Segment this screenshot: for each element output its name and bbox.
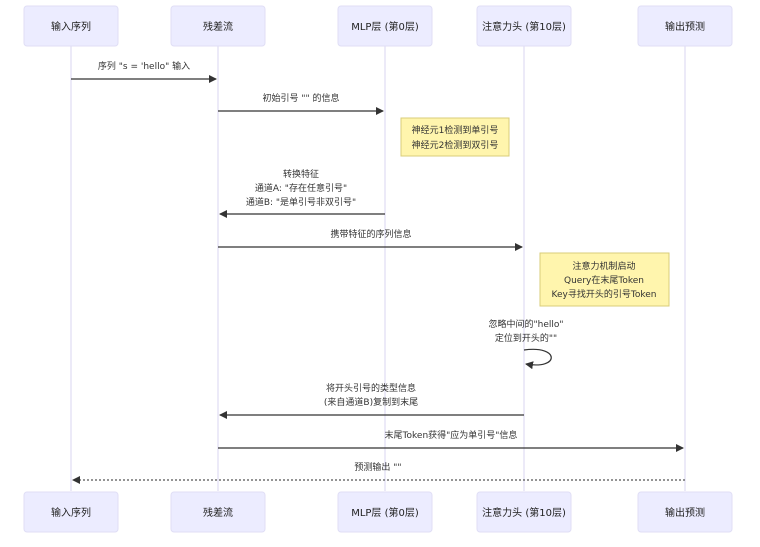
actor-label: 注意力头 (第10层) xyxy=(482,506,566,519)
message-7: 末尾Token获得"应为单引号"信息 xyxy=(218,429,684,452)
actor-label: MLP层 (第0层) xyxy=(351,20,419,33)
message-label: (来自通道B)复制到末尾 xyxy=(324,396,418,408)
lifelines xyxy=(70,46,686,491)
actor-label: MLP层 (第0层) xyxy=(351,506,419,519)
message-2: 初始引号 "" 的信息 xyxy=(218,92,384,115)
actor-residual-bottom[interactable]: 残差流 xyxy=(170,491,266,533)
actor-mlp-bottom[interactable]: MLP层 (第0层) xyxy=(337,491,433,533)
actor-output-top[interactable]: 输出预测 xyxy=(637,5,733,47)
actor-label: 输出预测 xyxy=(665,20,705,33)
note-line: Query在末尾Token xyxy=(564,274,644,286)
message-label: 忽略中间的"hello" xyxy=(488,318,563,330)
actor-label: 输入序列 xyxy=(51,20,91,33)
actor-mlp-top[interactable]: MLP层 (第0层) xyxy=(337,5,433,47)
message-label: 通道B: "是单引号非双引号" xyxy=(246,196,356,208)
actor-label: 输入序列 xyxy=(51,506,91,519)
message-6: 将开头引号的类型信息 (来自通道B)复制到末尾 xyxy=(219,382,524,419)
message-label: 转换特征 xyxy=(283,168,319,180)
note-line: 神经元2检测到双引号 xyxy=(412,139,499,151)
actor-attn-bottom[interactable]: 注意力头 (第10层) xyxy=(476,491,572,533)
message-3: 转换特征 通道A: "存在任意引号" 通道B: "是单引号非双引号" xyxy=(219,168,385,218)
actor-residual-top[interactable]: 残差流 xyxy=(170,5,266,47)
actor-input-bottom[interactable]: 输入序列 xyxy=(23,491,119,533)
message-label: 预测输出 "" xyxy=(354,461,401,473)
message-label: 定位到开头的"" xyxy=(495,332,557,344)
actor-label: 残差流 xyxy=(203,506,233,519)
actor-label: 输出预测 xyxy=(665,506,705,519)
note-line: Key寻找开头的引号Token xyxy=(552,288,657,300)
message-label: 初始引号 "" 的信息 xyxy=(262,92,339,104)
note-attention: 注意力机制启动 Query在末尾Token Key寻找开头的引号Token xyxy=(539,252,670,307)
note-mlp-neurons: 神经元1检测到单引号 神经元2检测到双引号 xyxy=(400,117,510,157)
message-label: 将开头引号的类型信息 xyxy=(326,382,416,394)
message-5-self: 忽略中间的"hello" 定位到开头的"" xyxy=(488,318,564,370)
message-self-loop xyxy=(523,348,552,370)
message-4: 携带特征的序列信息 xyxy=(218,228,523,251)
note-line: 注意力机制启动 xyxy=(572,260,635,272)
note-line: 神经元1检测到单引号 xyxy=(412,124,499,136)
actor-input-top[interactable]: 输入序列 xyxy=(23,5,119,47)
actor-label: 注意力头 (第10层) xyxy=(482,20,566,33)
message-label: 携带特征的序列信息 xyxy=(330,228,411,240)
actor-attn-top[interactable]: 注意力头 (第10层) xyxy=(476,5,572,47)
message-label: 通道A: "存在任意引号" xyxy=(255,182,347,194)
message-1: 序列 "s = 'hello" 输入 xyxy=(71,60,217,83)
actor-output-bottom[interactable]: 输出预测 xyxy=(637,491,733,533)
message-label: 序列 "s = 'hello" 输入 xyxy=(98,60,190,72)
message-label: 末尾Token获得"应为单引号"信息 xyxy=(385,429,518,441)
actor-label: 残差流 xyxy=(203,20,233,33)
message-8: 预测输出 "" xyxy=(72,461,685,484)
